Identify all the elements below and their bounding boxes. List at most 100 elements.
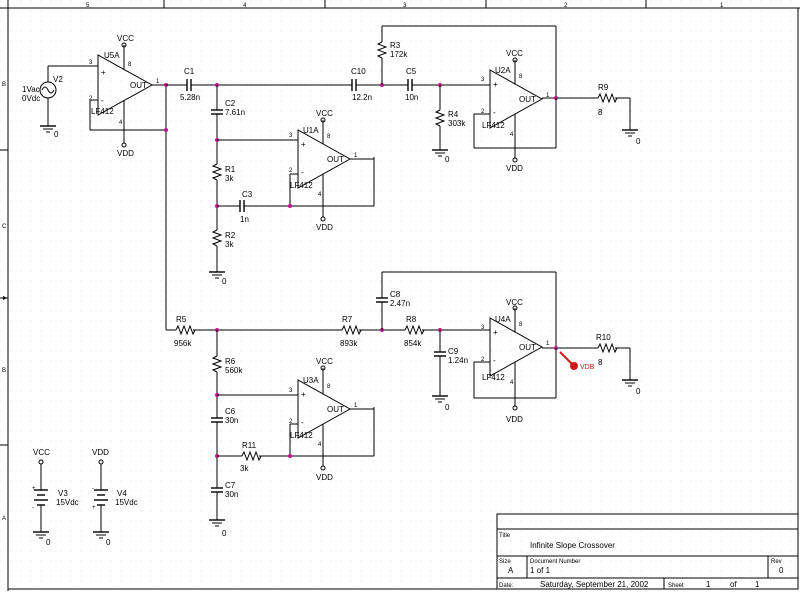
- title-label: Title: [499, 533, 511, 539]
- svg-text:7.61n: 7.61n: [225, 108, 245, 117]
- svg-text:R5: R5: [176, 315, 187, 324]
- svg-text:8: 8: [327, 384, 331, 390]
- svg-text:+: +: [101, 68, 106, 77]
- svg-text:3k: 3k: [240, 464, 249, 473]
- date-label: Date:: [499, 583, 514, 589]
- svg-text:4: 4: [318, 192, 322, 198]
- svg-text:12.2n: 12.2n: [352, 93, 372, 102]
- svg-text:LF412: LF412: [482, 121, 505, 130]
- svg-text:U4A: U4A: [495, 315, 511, 324]
- svg-text:R10: R10: [596, 333, 611, 342]
- svg-text:8: 8: [519, 74, 523, 80]
- voltage-probe-vdb[interactable]: VDB: [559, 351, 595, 371]
- svg-text:R1: R1: [225, 165, 236, 174]
- svg-text:C6: C6: [225, 407, 236, 416]
- resistor-r10[interactable]: R10 8: [596, 333, 618, 367]
- source-v2[interactable]: V2 1Vac 0Vdc: [22, 65, 98, 126]
- svg-text:2: 2: [289, 419, 293, 425]
- svg-text:C3: C3: [242, 190, 253, 199]
- zone-label-top: 5: [86, 3, 90, 9]
- svg-text:+: +: [92, 505, 96, 511]
- opamp-u2a[interactable]: U2A OUT LF412 + - 3 2 1 8 4 VCC VDD: [481, 49, 550, 173]
- svg-text:1: 1: [546, 93, 550, 99]
- svg-text:R6: R6: [225, 357, 236, 366]
- svg-text:2: 2: [89, 96, 93, 102]
- svg-text:956k: 956k: [174, 339, 192, 348]
- ground-symbol: 0: [33, 531, 51, 547]
- svg-text:10n: 10n: [405, 93, 418, 102]
- sheet-label: Sheet: [668, 583, 684, 589]
- zone-label-top: 3: [403, 3, 407, 9]
- svg-text:VDD: VDD: [316, 223, 333, 232]
- svg-text:VCC: VCC: [506, 49, 523, 58]
- svg-text:8: 8: [327, 134, 331, 140]
- svg-text:5.28n: 5.28n: [180, 93, 200, 102]
- page-marker-arrow: [3, 296, 7, 300]
- svg-text:R7: R7: [342, 315, 353, 324]
- resistor-r8[interactable]: R8 854k: [404, 315, 425, 348]
- svg-text:+: +: [493, 80, 498, 89]
- svg-text:C2: C2: [225, 99, 236, 108]
- svg-text:-: -: [301, 418, 304, 427]
- ground-symbol: 0: [432, 149, 450, 164]
- opamp-u3a[interactable]: U3A OUT LF412 + - 3 2 1 8 4 VCC VDD: [289, 357, 358, 482]
- svg-text:U3A: U3A: [303, 376, 319, 385]
- svg-text:VDD: VDD: [316, 473, 333, 482]
- opamp-u1a[interactable]: U1A OUT LF412 + - 3 2 1 8 4 VCC VDD: [289, 109, 358, 232]
- svg-text:4: 4: [510, 380, 514, 386]
- v2-ac-value: 1Vac: [22, 85, 40, 94]
- resistor-r7[interactable]: R7 893k: [340, 315, 362, 348]
- resistor-r6[interactable]: R6 560k: [211, 355, 243, 375]
- svg-text:LF412: LF412: [482, 373, 505, 382]
- sheet-number: 1: [706, 580, 711, 589]
- size-value: A: [508, 566, 514, 575]
- svg-text:3: 3: [289, 388, 293, 394]
- resistor-r3[interactable]: R3 172k: [376, 41, 408, 59]
- zone-label-top: 4: [243, 3, 247, 9]
- svg-text:2.47n: 2.47n: [390, 299, 410, 308]
- docnum-label: Document Number: [530, 559, 580, 565]
- svg-text:-: -: [92, 486, 94, 492]
- svg-text:C9: C9: [448, 347, 459, 356]
- svg-text:1n: 1n: [240, 215, 249, 224]
- svg-text:893k: 893k: [340, 339, 358, 348]
- docnum-value: 1 of 1: [530, 566, 551, 575]
- resistor-r5[interactable]: R5 956k: [174, 315, 196, 348]
- svg-text:8: 8: [519, 322, 523, 328]
- svg-text:OUT: OUT: [327, 405, 344, 414]
- svg-text:0: 0: [636, 137, 641, 146]
- ground-symbol: 0: [209, 519, 227, 538]
- zone-label-left: B: [2, 368, 6, 374]
- date-value: Saturday, September 21, 2002: [540, 580, 649, 589]
- svg-text:-: -: [493, 356, 496, 365]
- svg-text:C8: C8: [390, 290, 401, 299]
- opamp-u5a[interactable]: U5A OUT LF412 + - 3 2 1 8 4 VCC VDD: [89, 34, 160, 158]
- ground-symbol: 0: [432, 395, 450, 412]
- source-v3[interactable]: VCC + - V3 15Vdc: [32, 448, 79, 532]
- svg-text:3: 3: [481, 77, 485, 83]
- ground-symbol: 0: [40, 125, 59, 139]
- svg-text:LF412: LF412: [290, 431, 313, 440]
- svg-text:C5: C5: [406, 67, 417, 76]
- resistor-r11[interactable]: R11 3k: [240, 441, 262, 473]
- svg-text:4: 4: [119, 120, 123, 126]
- resistor-r2[interactable]: R2 3k: [211, 229, 236, 249]
- ground-symbol: 0: [622, 379, 641, 396]
- svg-text:0: 0: [54, 130, 59, 139]
- source-v4[interactable]: VDD - + V4 15Vdc: [92, 448, 138, 532]
- svg-text:VDD: VDD: [117, 149, 134, 158]
- sheet-of-label: of: [730, 580, 737, 589]
- opamp-u4a[interactable]: U4A OUT LF412 + - 3 2 1 8 4 VCC VDD: [481, 298, 550, 424]
- svg-text:U2A: U2A: [495, 66, 511, 75]
- svg-text:U1A: U1A: [303, 126, 319, 135]
- svg-text:30n: 30n: [225, 416, 238, 425]
- resistor-r4[interactable]: R4 303k: [434, 109, 466, 128]
- svg-text:3: 3: [481, 325, 485, 331]
- svg-text:VCC: VCC: [316, 109, 333, 118]
- svg-text:0: 0: [46, 538, 51, 547]
- svg-text:R4: R4: [448, 110, 459, 119]
- resistor-r1[interactable]: R1 3k: [211, 163, 236, 183]
- svg-text:LF412: LF412: [91, 107, 114, 116]
- resistor-r9[interactable]: R9 8: [597, 83, 618, 117]
